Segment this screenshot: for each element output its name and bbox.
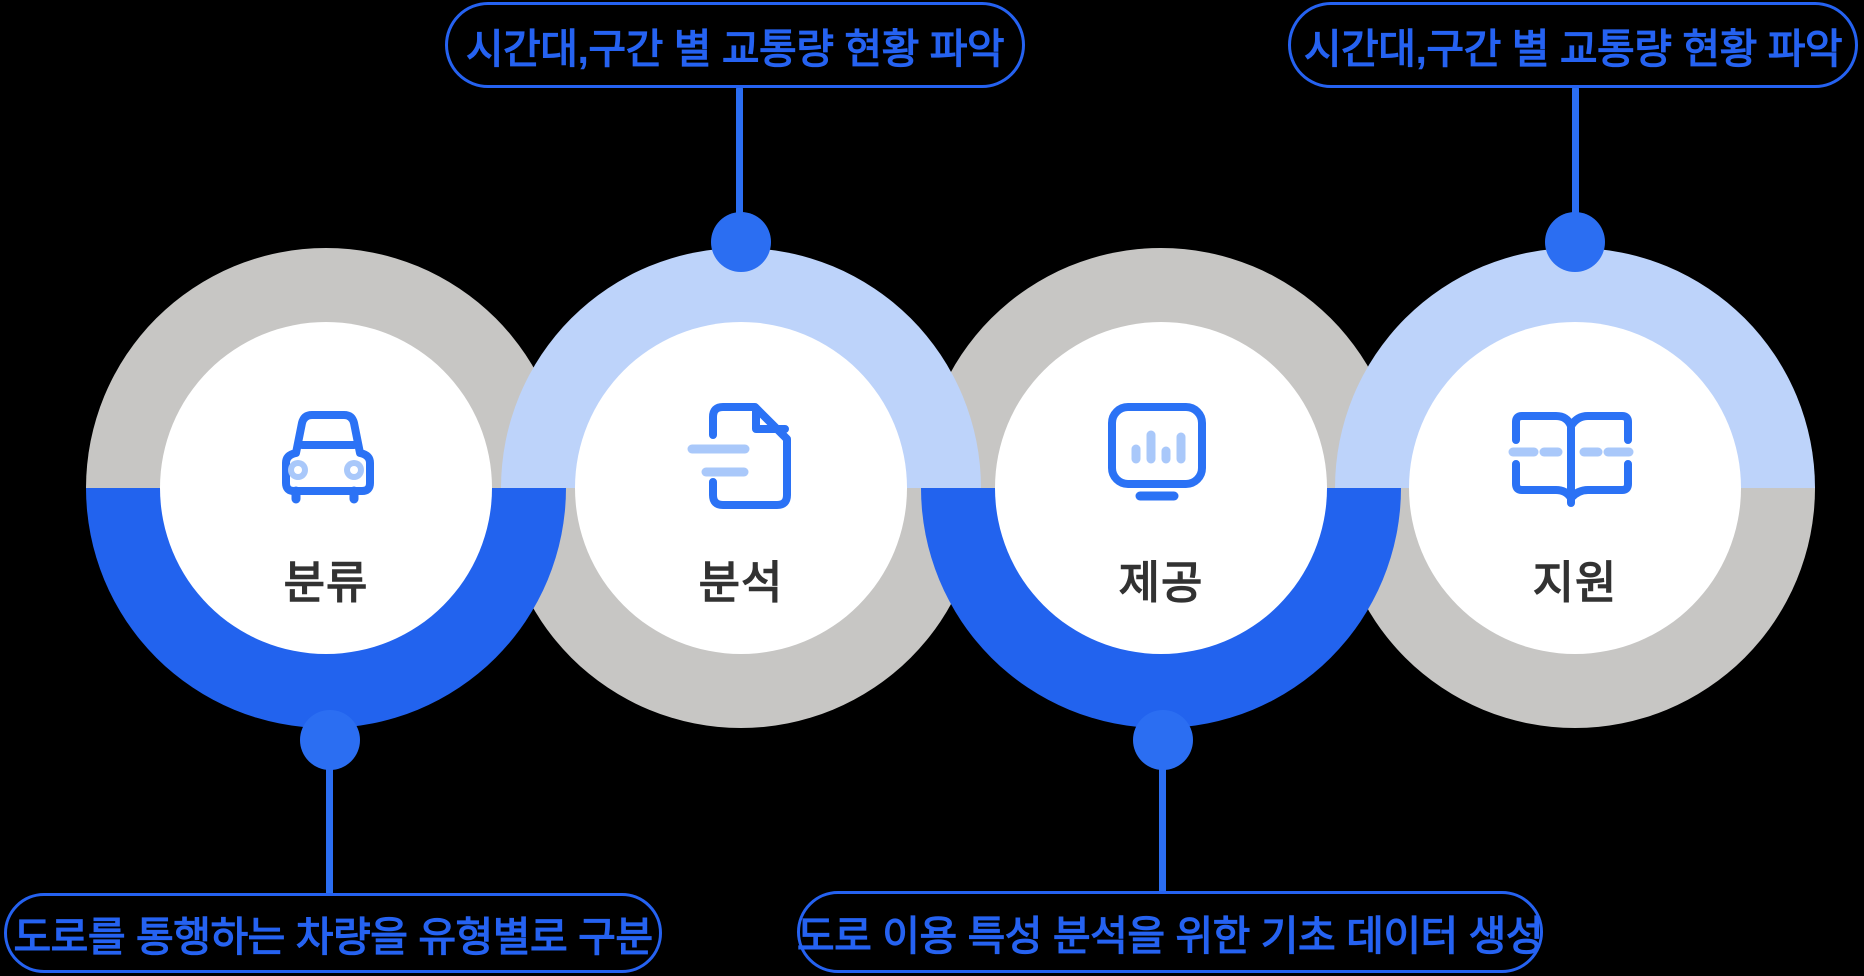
open-book-icon [1508,412,1634,507]
step4-label: 지원 [1532,557,1618,608]
car-icon [282,411,374,504]
document-icon [687,403,791,509]
connector-line-top-left [736,86,743,216]
step4-connector-dot [1545,212,1605,272]
monitor-chart-icon [1108,403,1206,501]
step2-connector-dot [711,212,771,272]
step3-connector-dot [1133,710,1193,770]
callout-top-right-text: 시간대,구간 별 교통량 현황 파악 [1303,26,1843,72]
callout-top-right: 시간대,구간 별 교통량 현황 파악 [1288,2,1858,88]
step1-label: 분류 [283,557,369,608]
step2-inner-circle [575,322,907,654]
step1-connector-dot [300,710,360,770]
step3-label: 제공 [1118,557,1204,608]
callout-top-left: 시간대,구간 별 교통량 현황 파악 [445,2,1025,88]
connector-line-bottom-left [326,766,333,896]
callout-bottom-center-text: 도로 이용 특성 분석을 위한 기초 데이터 생성 [796,913,1544,959]
callout-bottom-center: 도로 이용 특성 분석을 위한 기초 데이터 생성 [796,891,1544,973]
connector-line-top-right [1572,86,1579,216]
callout-bottom-left-text: 도로를 통행하는 차량을 유형별로 구분 [13,914,653,960]
callout-bottom-left: 도로를 통행하는 차량을 유형별로 구분 [4,893,662,973]
step2-label: 분석 [698,557,784,608]
connector-line-bottom-center [1159,766,1166,894]
callout-top-left-text: 시간대,구간 별 교통량 현황 파악 [465,26,1005,72]
